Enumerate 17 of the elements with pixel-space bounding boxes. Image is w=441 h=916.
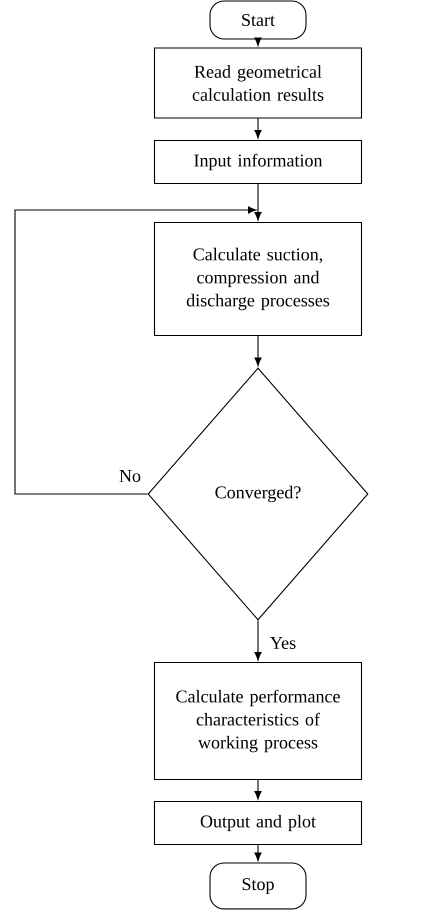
process-box: Input information (154, 140, 362, 184)
arrow (254, 184, 262, 220)
terminal-box: Stop (209, 862, 307, 910)
arrow (254, 37, 262, 46)
edge-label: Yes (268, 636, 298, 650)
arrow (254, 780, 262, 800)
arrow (14, 206, 256, 495)
process-box: Calculate performance characteristics of working process (154, 662, 362, 780)
edge-label: No (118, 469, 142, 483)
arrow (254, 620, 262, 660)
terminal-box: Start (209, 0, 307, 40)
arrow (254, 336, 262, 366)
arrow (254, 118, 262, 138)
arrow (254, 845, 262, 861)
process-box: Calculate suction, compression and discharge processes (154, 222, 362, 336)
process-box: Output and plot (154, 800, 362, 846)
process-box: Read geometrical calculation results (154, 47, 362, 119)
